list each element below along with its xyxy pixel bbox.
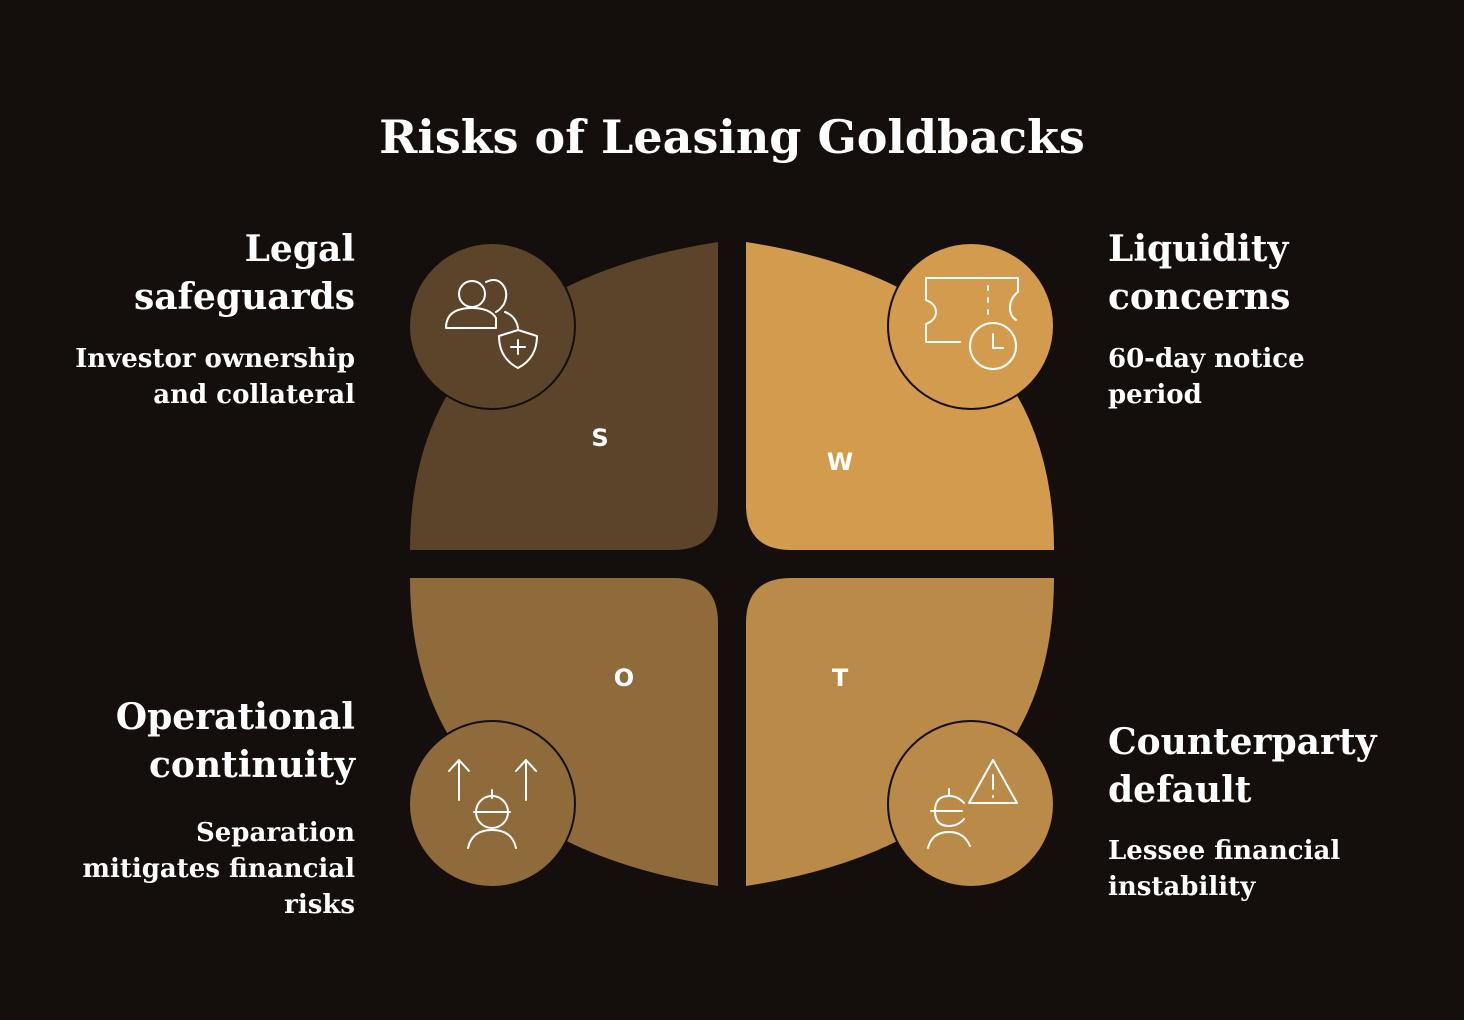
page-title: Risks of Leasing Goldbacks (379, 110, 1085, 164)
quadrant-threats: T (746, 578, 1055, 888)
opportunities-desc-line3: risks (284, 890, 355, 920)
quadrant-w-shape (746, 242, 1054, 550)
opportunities-heading-line1: Operational (115, 696, 355, 738)
opportunities-heading: Operational continuity (15, 693, 355, 789)
threats-description: Lessee financial instability (1108, 833, 1428, 905)
weaknesses-heading-line1: Liquidity (1108, 228, 1289, 270)
strengths-heading-line1: Legal (244, 228, 355, 270)
worker-arrows-icon (448, 759, 537, 849)
ticket-clock-icon (925, 277, 1019, 370)
quadrant-s-shape (410, 242, 718, 550)
threats-desc-line2: instability (1108, 872, 1256, 902)
quadrant-weaknesses: W (746, 242, 1055, 550)
letter-t: T (832, 664, 849, 692)
opportunities-heading-line2: continuity (149, 744, 355, 786)
opportunities-description: Separation mitigates financial risks (35, 815, 355, 923)
threats-heading-line1: Counterparty (1108, 721, 1377, 763)
strengths-desc-line1: Investor ownership (75, 344, 355, 374)
quadrant-o-shape (410, 578, 718, 886)
icon-badge-s (408, 242, 576, 410)
threats-heading: Counterparty default (1108, 718, 1448, 814)
opportunities-desc-line2: mitigates financial (82, 854, 355, 884)
strengths-heading-line2: safeguards (133, 276, 355, 318)
icon-badge-w (887, 242, 1055, 410)
weaknesses-desc-line1: 60-day notice (1108, 344, 1305, 374)
weaknesses-heading-line2: concerns (1108, 276, 1291, 318)
strengths-heading: Legal safeguards (15, 225, 355, 321)
letter-o: O (614, 664, 634, 692)
worker-warning-icon (927, 759, 1018, 849)
letter-s: S (591, 424, 608, 452)
opportunities-desc-line1: Separation (195, 818, 355, 848)
threats-heading-line2: default (1108, 769, 1252, 811)
quadrant-t-shape (746, 578, 1054, 886)
weaknesses-description: 60-day notice period (1108, 341, 1428, 413)
quadrant-opportunities: O (408, 578, 718, 888)
weaknesses-heading: Liquidity concerns (1108, 225, 1448, 321)
icon-badge-o (408, 720, 576, 888)
strengths-desc-line2: and collateral (153, 380, 355, 410)
threats-desc-line1: Lessee financial (1108, 836, 1341, 866)
people-shield-icon (445, 279, 538, 369)
strengths-description: Investor ownership and collateral (35, 341, 355, 413)
letter-w: W (827, 448, 853, 476)
quadrant-strengths: S (408, 242, 718, 550)
weaknesses-desc-line2: period (1108, 380, 1202, 410)
